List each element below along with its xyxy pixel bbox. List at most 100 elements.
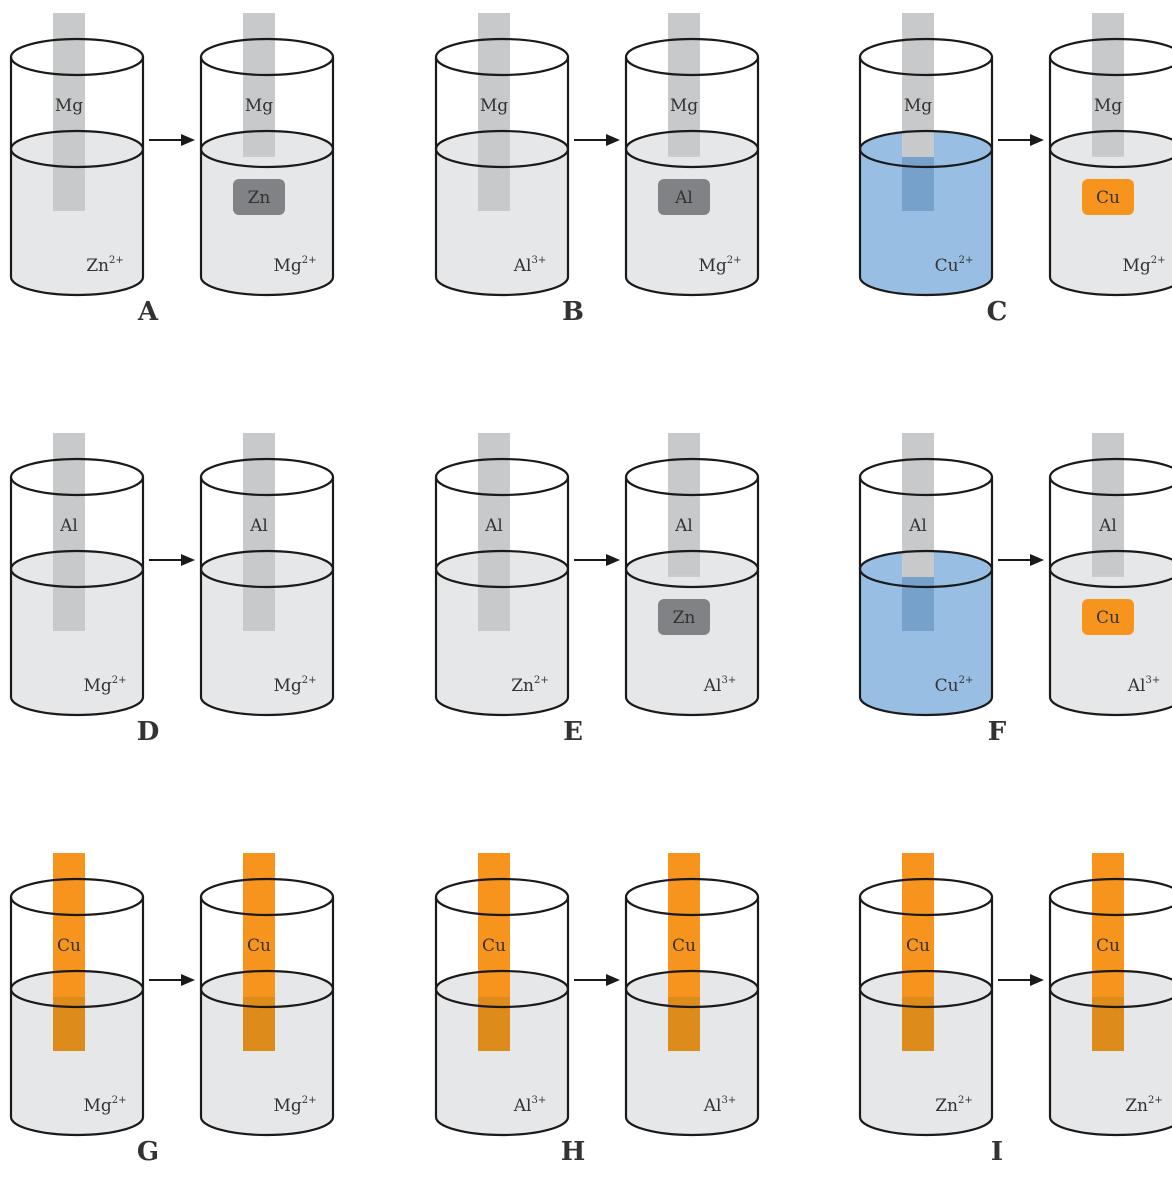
- panel-label: A: [137, 297, 159, 327]
- strip-submerged: [243, 155, 275, 157]
- right-arrow-icon: [1030, 554, 1044, 566]
- ion-label: Zn2+: [86, 255, 124, 276]
- ion-symbol: Al: [513, 256, 532, 276]
- right-arrow-icon: [606, 974, 620, 986]
- ion-symbol: Zn: [86, 256, 109, 276]
- metal-label: Al: [59, 516, 78, 536]
- metal-label: Al: [908, 516, 927, 536]
- ion-label: Al3+: [513, 255, 546, 276]
- panel-label: G: [137, 1137, 159, 1167]
- ion-symbol: Al: [703, 1096, 722, 1116]
- liquid-body: [11, 971, 143, 1135]
- panel-label: D: [137, 717, 160, 747]
- ion-label: Mg2+: [273, 255, 316, 276]
- ion-charge: 2+: [959, 255, 974, 266]
- deposit-label: Zn: [248, 188, 271, 208]
- ion-charge: 2+: [302, 1095, 317, 1106]
- strip-submerged: [902, 157, 934, 211]
- ion-label: Zn2+: [511, 675, 549, 696]
- ion-symbol: Zn: [1125, 1096, 1148, 1116]
- ion-charge: 2+: [534, 675, 549, 686]
- ion-label: Cu2+: [935, 255, 974, 276]
- ion-label: Zn2+: [935, 1095, 973, 1116]
- deposit-block: [658, 599, 710, 635]
- panel-label: F: [988, 717, 1007, 747]
- liquid-body: [860, 971, 992, 1135]
- ion-symbol: Al: [513, 1096, 532, 1116]
- metal-label: Mg: [904, 96, 932, 116]
- beaker-wall: [9, 477, 145, 717]
- ion-label: Mg2+: [273, 675, 316, 696]
- liquid-body: [201, 551, 333, 715]
- ion-symbol: Zn: [935, 1096, 958, 1116]
- strip-submerged: [478, 997, 510, 1051]
- liquid-body: [860, 551, 992, 715]
- ion-label: Mg2+: [273, 1095, 316, 1116]
- metal-strip: [1092, 13, 1124, 155]
- ion-symbol: Mg: [273, 676, 301, 696]
- metal-label: Cu: [1096, 936, 1120, 956]
- deposit-label: Zn: [673, 608, 696, 628]
- ion-charge: 2+: [727, 255, 742, 266]
- beaker-wall: [1048, 477, 1172, 717]
- strip-submerged: [478, 157, 510, 211]
- strip-submerged: [1092, 155, 1124, 157]
- beaker-wall: [858, 477, 994, 717]
- strip-submerged: [53, 997, 85, 1051]
- ion-charge: 3+: [1145, 675, 1160, 686]
- metal-label: Mg: [670, 96, 698, 116]
- metal-label: Cu: [672, 936, 696, 956]
- panel-label: B: [562, 297, 584, 327]
- ion-charge: 3+: [531, 255, 546, 266]
- strip-submerged: [53, 577, 85, 631]
- metal-label: Mg: [1094, 96, 1122, 116]
- ion-charge: 2+: [959, 675, 974, 686]
- strip-submerged: [902, 577, 934, 631]
- ion-symbol: Mg: [698, 256, 726, 276]
- panel-label: H: [561, 1137, 586, 1167]
- strip-submerged: [243, 577, 275, 631]
- liquid-body: [11, 551, 143, 715]
- right-arrow-icon: [606, 554, 620, 566]
- right-arrow-icon: [606, 134, 620, 146]
- strip-submerged: [668, 575, 700, 577]
- ion-symbol: Al: [703, 676, 722, 696]
- strip-submerged: [243, 997, 275, 1051]
- strip-submerged: [668, 155, 700, 157]
- ion-label: Cu2+: [935, 675, 974, 696]
- deposit-block: [1082, 599, 1134, 635]
- ion-charge: 2+: [1148, 1095, 1163, 1106]
- ion-label: Zn2+: [1125, 1095, 1163, 1116]
- beaker-wall: [9, 57, 145, 297]
- ion-charge: 3+: [721, 1095, 736, 1106]
- right-arrow-icon: [181, 554, 195, 566]
- ion-charge: 2+: [112, 1095, 127, 1106]
- ion-symbol: Cu: [935, 676, 959, 696]
- ion-symbol: Mg: [273, 256, 301, 276]
- ion-charge: 3+: [721, 675, 736, 686]
- beaker-wall: [858, 57, 994, 297]
- beaker-wall: [434, 57, 570, 297]
- metal-strip: [243, 13, 275, 155]
- beaker-wall: [858, 897, 994, 1137]
- metal-strip: [668, 433, 700, 575]
- beaker-wall: [1048, 57, 1172, 297]
- ion-label: Mg2+: [1122, 255, 1165, 276]
- metal-label: Mg: [245, 96, 273, 116]
- metal-label: Al: [674, 516, 693, 536]
- liquid-body: [436, 551, 568, 715]
- ion-charge: 2+: [112, 675, 127, 686]
- metal-label: Al: [1098, 516, 1117, 536]
- strip-submerged: [668, 997, 700, 1051]
- metal-label: Cu: [482, 936, 506, 956]
